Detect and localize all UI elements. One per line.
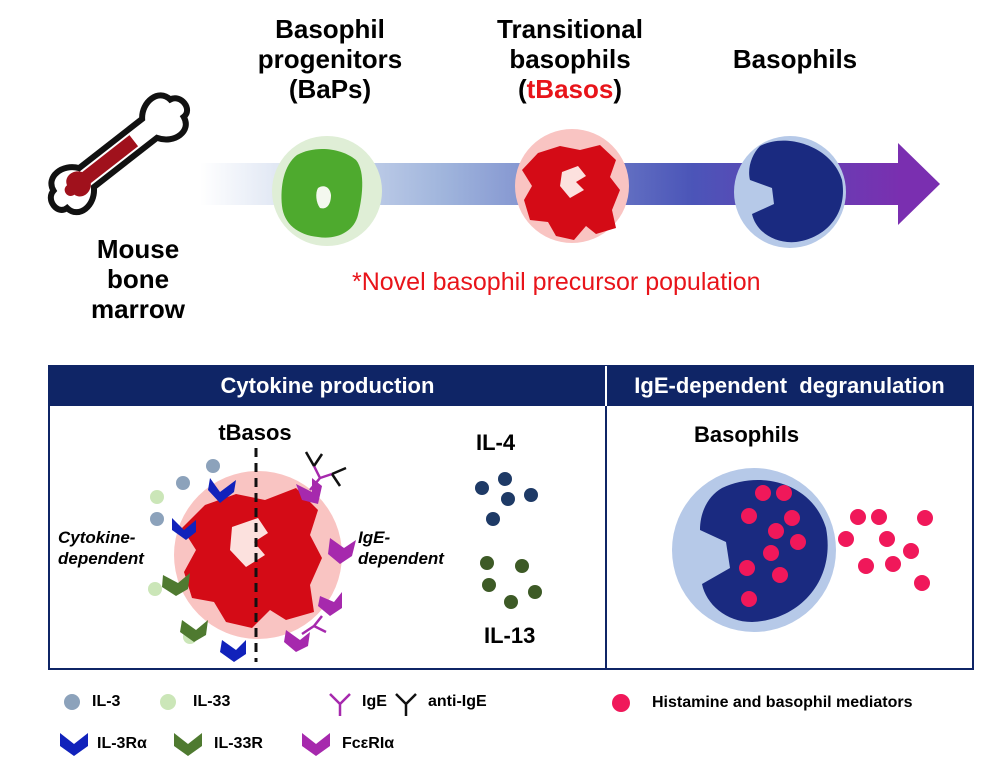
basophil-cell xyxy=(734,136,846,248)
il33r-receptors xyxy=(162,573,208,642)
bone-marrow-label: Mouse bone marrow xyxy=(58,234,218,324)
stage-bap-line3: (BaPs) xyxy=(288,74,372,104)
legend-mediators: Histamine and basophil mediators xyxy=(652,694,913,711)
stage-bap-line1: Basophil xyxy=(275,14,385,44)
legend-fceri: FcεRIα xyxy=(342,735,395,752)
anti-ige-antibodies xyxy=(304,451,347,487)
paren-open: ( xyxy=(517,74,527,104)
bone-icon xyxy=(47,92,191,216)
il3-dots xyxy=(150,459,220,526)
degranulating-basophil xyxy=(672,468,836,632)
stage-bap-line2: progenitors xyxy=(257,44,403,74)
legend-anti-ige: anti-IgE xyxy=(428,693,487,710)
il13-label: IL-13 xyxy=(484,623,536,648)
tbaso-large-cell xyxy=(174,471,342,639)
legend-il33: IL-33 xyxy=(193,693,231,710)
legend-ige: IgE xyxy=(362,693,387,710)
il4-label: IL-4 xyxy=(476,430,516,455)
ige-dependent-line2: dependent xyxy=(358,549,444,568)
bap-cell xyxy=(272,136,382,246)
legend-symbols xyxy=(60,693,630,756)
released-mediators xyxy=(838,509,933,591)
il4-dots xyxy=(475,472,538,526)
novel-note: *Novel basophil precursor population xyxy=(352,268,761,296)
cytokine-dependent-line1: Cytokine- xyxy=(58,528,136,547)
ige-dependent-line1: IgE- xyxy=(358,528,391,547)
il3ra-receptors xyxy=(172,478,246,662)
header-degranulation: IgE-dependent degranulation xyxy=(634,373,945,398)
legend-il3ra: IL-3Rα xyxy=(97,735,147,752)
legend-il33r: IL-33R xyxy=(214,735,263,752)
tbaso-cell xyxy=(515,129,629,243)
fceri-receptors xyxy=(284,478,356,652)
bone-marrow-line1: Mouse xyxy=(96,234,180,264)
cytokine-dependent-label: Cytokine- dependent xyxy=(58,527,144,569)
legend-il3: IL-3 xyxy=(92,693,121,710)
stage-tbaso-line2: basophils xyxy=(509,44,631,74)
stage-basophil-label: Basophils xyxy=(710,44,880,74)
stage-bap-label: Basophil progenitors (BaPs) xyxy=(240,14,420,104)
cytokine-dependent-line2: dependent xyxy=(58,549,144,568)
tbasos-highlight: tBasos xyxy=(526,74,614,104)
bone-marrow-line2: bone marrow xyxy=(91,264,185,324)
panel-tbasos-title: tBasos xyxy=(218,420,292,445)
stage-basophil-line1: Basophils xyxy=(732,44,858,74)
stage-tbaso-label: Transitional basophils (tBasos) xyxy=(470,14,670,104)
stage-tbaso-line1: Transitional xyxy=(497,14,643,44)
ige-dependent-label: IgE- dependent xyxy=(358,527,444,569)
il13-dots xyxy=(480,556,542,609)
header-cytokine: Cytokine production xyxy=(220,373,435,398)
panel-basophils-title: Basophils xyxy=(694,422,800,447)
stage-tbaso-line3: (tBasos) xyxy=(470,74,670,104)
paren-close: ) xyxy=(613,74,623,104)
ige-antibodies xyxy=(301,465,333,636)
